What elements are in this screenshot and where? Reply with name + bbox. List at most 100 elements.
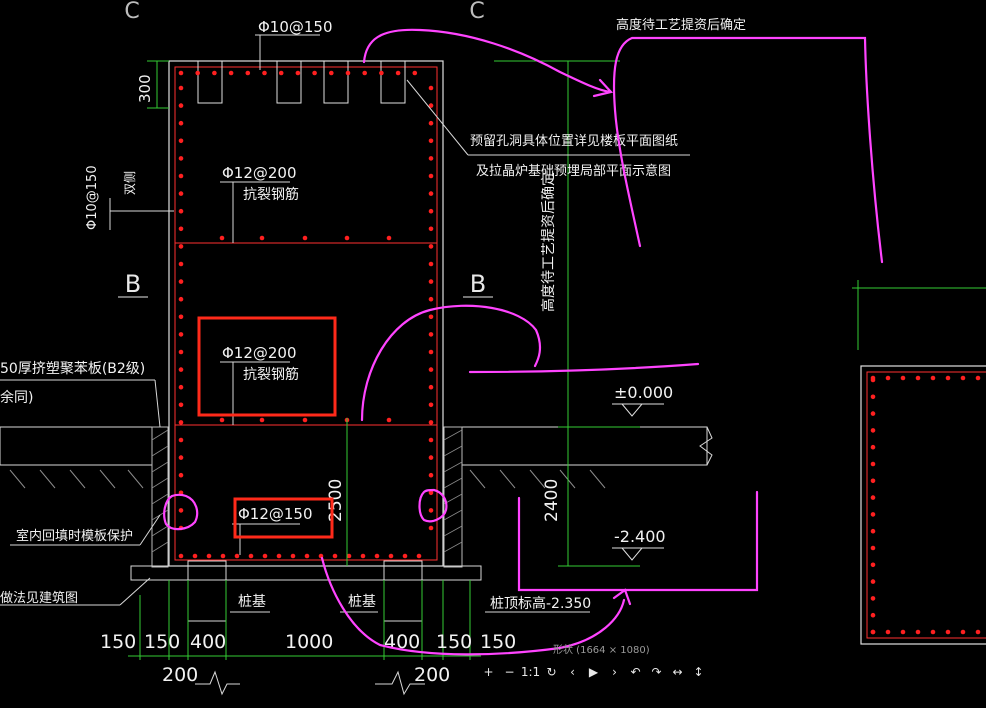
reset-button[interactable]: ↻: [541, 662, 562, 682]
viewer-toolbar: + − 1:1 ↻ ‹ ▶ › ↶ ↷ ↔ ↕: [478, 662, 709, 682]
rebar-dot: [930, 629, 936, 635]
rebar-dot: [428, 332, 434, 337]
vertical-height-note: 高度待工艺提资后确定: [540, 172, 557, 312]
rebar-dot: [428, 191, 434, 196]
top-rebar-label: Φ10@150: [258, 18, 333, 36]
rebar-dot: [178, 208, 184, 214]
rebar-dot: [885, 629, 891, 635]
ground-slab-left: [0, 426, 169, 568]
grid-label-b-right: B: [470, 270, 486, 298]
rebar-dot: [262, 553, 268, 559]
drawing-labels: Φ10@150 300 Φ10@150 双侧 Φ12@200 抗裂钢筋 Φ12@…: [0, 17, 746, 686]
rebar-dot: [178, 437, 184, 443]
flip-vertical-button[interactable]: ↕: [688, 662, 709, 682]
rebar-dot: [344, 235, 350, 241]
rebar-dot: [212, 70, 217, 76]
rebar-dot: [178, 70, 184, 76]
rebar-dot: [178, 420, 184, 425]
rebar-dot: [228, 70, 234, 76]
rebar-dot: [312, 70, 317, 76]
rebar-dot: [870, 579, 876, 584]
rebar-dot: [870, 394, 876, 400]
rebar-dot: [428, 261, 434, 267]
prev-button[interactable]: ‹: [562, 662, 583, 682]
rebar-dot: [259, 235, 265, 241]
highlight-crack-rebar: [197, 316, 337, 417]
rebar-dot: [195, 70, 200, 76]
rebar-dot: [975, 375, 981, 381]
pile-left-label: 桩基: [238, 593, 266, 610]
foam-board-label-1: 50厚挤塑聚苯板(B2级): [0, 360, 145, 377]
reserve-hole-note-2: 及拉晶炉基础预埋局部平面示意图: [476, 163, 671, 179]
next-button[interactable]: ›: [604, 662, 625, 682]
right-detail-rebar-dots: [870, 375, 981, 635]
zoom-out-button[interactable]: −: [499, 662, 520, 682]
rebar-dot: [259, 417, 265, 423]
highlight-bottom-rebar: [233, 497, 334, 539]
rebar-dot: [178, 455, 184, 460]
rebar-dot: [178, 314, 184, 320]
rebar-dot: [428, 384, 434, 390]
foam-board-label-2: 余同): [0, 389, 33, 406]
grid-label-c-right: C: [469, 0, 484, 24]
dim-bottom-150-a: 150: [100, 631, 136, 653]
rotate-right-button[interactable]: ↷: [646, 662, 667, 682]
rebar-dot: [870, 612, 876, 618]
flip-horizontal-button[interactable]: ↔: [667, 662, 688, 682]
rebar-dot: [304, 553, 310, 559]
rebar-dot: [178, 553, 184, 559]
rebar-dot: [870, 545, 876, 551]
rebar-dot: [178, 261, 184, 267]
rebar-dot: [870, 495, 876, 500]
crack-rebar-2-label: Φ12@200: [222, 344, 297, 362]
zoom-in-button[interactable]: +: [478, 662, 499, 682]
dim-200-right: 200: [414, 664, 450, 686]
rebar-dot: [295, 70, 301, 76]
dim-bottom-400-a: 400: [190, 631, 226, 653]
rebar-dot: [428, 525, 434, 531]
rotate-left-button[interactable]: ↶: [625, 662, 646, 682]
rebar-dot: [416, 553, 422, 559]
rebar-dot: [178, 103, 184, 108]
actual-size-button[interactable]: 1:1: [520, 662, 541, 682]
rebar-dot: [278, 70, 284, 76]
rebar-dot: [428, 226, 434, 232]
rebar-dot: [412, 70, 418, 76]
rebar-dot: [178, 156, 184, 161]
rebar-dot: [428, 296, 434, 302]
rebar-dot: [870, 461, 876, 467]
rebar-dot: [900, 629, 906, 635]
foundation-base: [130, 560, 482, 622]
rebar-dot: [885, 375, 891, 381]
rebar-dot: [178, 226, 184, 232]
rebar-dot: [329, 70, 334, 76]
rebar-dot: [428, 120, 434, 126]
rebar-dot: [245, 70, 251, 76]
dim-bottom-150-d: 150: [480, 631, 516, 653]
rebar-dot: [379, 70, 384, 76]
rebar-dot: [428, 508, 434, 513]
dim-300-label: 300: [136, 74, 154, 103]
elevation-marker-000: [612, 403, 664, 417]
pile-top-label: 桩顶标高-2.350: [490, 595, 591, 612]
play-button[interactable]: ▶: [583, 662, 604, 682]
rebar-dot: [219, 417, 225, 423]
rebar-dot: [345, 70, 351, 76]
rebar-dot: [302, 235, 308, 241]
rebar-dot: [178, 191, 184, 196]
elevation-marker-2400: [612, 547, 664, 561]
break-symbols: [195, 670, 425, 696]
dimension-lines: [128, 60, 986, 660]
crack-rebar-1-note: 抗裂钢筋: [243, 186, 299, 203]
rebar-dot: [178, 367, 184, 372]
rebar-dot: [975, 629, 981, 635]
dim-bottom-150-b: 150: [144, 631, 180, 653]
rebar-dot: [428, 349, 434, 355]
rebar-dot: [960, 629, 966, 635]
rebar-dot: [192, 553, 198, 559]
rebar-dot: [362, 70, 368, 76]
finish-label: 做法见建筑图: [0, 590, 78, 606]
highlight-boxes: [197, 316, 337, 539]
rebar-dot: [428, 402, 434, 408]
rebar-dot: [870, 478, 876, 484]
